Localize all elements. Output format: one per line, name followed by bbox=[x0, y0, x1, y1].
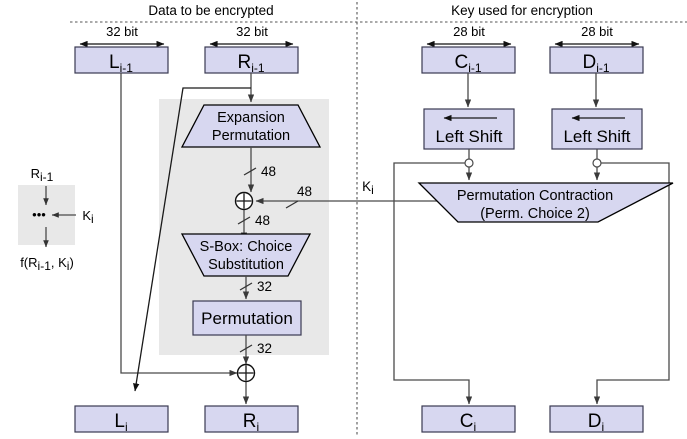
bit-label-perm-out: 32 bbox=[257, 341, 272, 356]
junction-dot-c bbox=[464, 158, 474, 168]
legend-key-label: Ki bbox=[82, 208, 93, 226]
header-right: Key used for encryption bbox=[451, 3, 593, 18]
register-d-prev[interactable] bbox=[549, 46, 644, 74]
bit-tick-expansion-out bbox=[243, 167, 257, 176]
block-left-shift-c-label: Left Shift bbox=[435, 127, 502, 146]
wire-l-prev-to-xor bbox=[120, 73, 238, 377]
legend-dots-icon: ••• bbox=[32, 207, 46, 222]
block-permutation-contraction-line2: (Perm. Choice 2) bbox=[480, 206, 590, 222]
register-r-prev[interactable] bbox=[204, 46, 299, 74]
register-l-next-label: Li bbox=[114, 411, 127, 434]
register-c-next-label: Ci bbox=[460, 411, 476, 434]
bit-label-sbox-out: 32 bbox=[257, 279, 272, 294]
register-r-next-label: Ri bbox=[243, 411, 259, 434]
register-d-next[interactable] bbox=[549, 405, 644, 433]
bit-tick-key-in bbox=[285, 200, 299, 209]
dimension-label-l-prev: 32 bit bbox=[106, 24, 138, 39]
bit-tick-xor-out bbox=[237, 216, 251, 225]
register-c-next[interactable] bbox=[421, 405, 516, 433]
block-left-shift-d[interactable] bbox=[551, 108, 643, 150]
block-permutation-contraction[interactable] bbox=[417, 182, 674, 223]
wire-r-prev-to-l-next bbox=[133, 87, 251, 392]
bit-tick-sbox-out bbox=[239, 282, 253, 291]
header-left: Data to be encrypted bbox=[148, 3, 273, 18]
dimension-label-c-prev: 28 bit bbox=[453, 24, 485, 39]
dimension-label-d-prev: 28 bit bbox=[581, 24, 613, 39]
block-sbox-line1: S-Box: Choice bbox=[200, 239, 293, 255]
bit-tick-perm-out bbox=[239, 344, 253, 353]
block-expansion-permutation-line1: Expansion bbox=[217, 110, 285, 126]
register-r-next[interactable] bbox=[204, 405, 299, 433]
wire-left-shift-d-to-d-next bbox=[593, 162, 670, 405]
block-left-shift-d-label: Left Shift bbox=[563, 127, 630, 146]
block-left-shift-c[interactable] bbox=[423, 108, 515, 150]
block-expansion-permutation-line2: Permutation bbox=[212, 128, 290, 144]
register-l-prev[interactable] bbox=[74, 46, 169, 74]
block-permutation[interactable] bbox=[192, 300, 302, 336]
register-d-prev-label: Di-1 bbox=[582, 52, 609, 75]
dimension-label-r-prev: 32 bit bbox=[236, 24, 268, 39]
register-l-next[interactable] bbox=[74, 405, 169, 433]
legend-input-label: Ri-1 bbox=[31, 166, 54, 184]
register-r-prev-label: Ri-1 bbox=[237, 52, 264, 75]
junction-dot-d bbox=[592, 158, 602, 168]
block-expansion-permutation[interactable] bbox=[180, 104, 322, 148]
block-permutation-contraction-line1: Permutation Contraction bbox=[457, 188, 613, 204]
register-l-prev-label: Li-1 bbox=[109, 52, 133, 75]
bit-label-xor-out: 48 bbox=[255, 213, 270, 228]
register-d-next-label: Di bbox=[588, 411, 604, 434]
block-sbox-line2: Substitution bbox=[208, 257, 284, 273]
wire-left-shift-c-to-c-next bbox=[393, 162, 473, 405]
block-sbox[interactable] bbox=[180, 233, 312, 277]
key-label-ki: Ki bbox=[362, 179, 374, 197]
register-c-prev-label: Ci-1 bbox=[454, 52, 481, 75]
legend-output-label: f(Ri-1, Ki) bbox=[20, 255, 74, 273]
bit-label-expansion-out: 48 bbox=[261, 164, 276, 179]
bit-label-key-in: 48 bbox=[297, 184, 312, 199]
block-permutation-label: Permutation bbox=[201, 309, 293, 328]
